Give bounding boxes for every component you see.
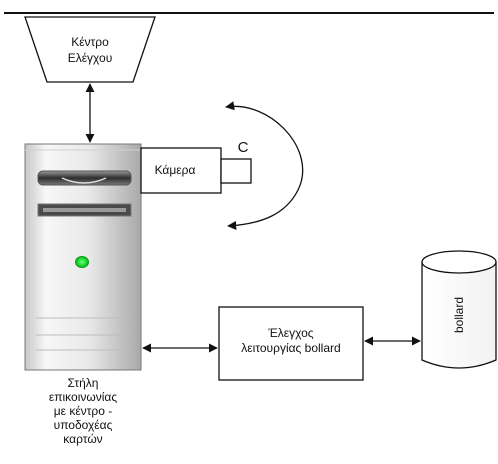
card-slot-lower-inner [43, 208, 126, 212]
column-caption-line1: Στήλη [68, 376, 99, 390]
bollard-control-label-line1: Έλεγχος [267, 326, 313, 340]
column-caption-line4: υποδοχέας [54, 418, 113, 432]
column-caption-line3: με κέντρο - [54, 404, 113, 418]
communication-column [24, 143, 142, 371]
camera-label: Κάμερα [155, 163, 196, 177]
status-led [75, 256, 89, 268]
control-center-label-line2: Ελέγχου [68, 51, 113, 65]
bollard-label: bollard [452, 297, 466, 333]
camera-lens [220, 158, 252, 184]
bollard-node: bollard [421, 250, 497, 369]
camera-body [140, 147, 222, 194]
bollard-control-node: Έλεγχος λειτουργίας bollard [218, 306, 364, 381]
control-center-shape [24, 16, 156, 83]
bollard-control-label-line2: λειτουργίας bollard [241, 341, 340, 355]
bollard-cylinder-top [421, 250, 497, 274]
control-center-node: Κέντρο Ελέγχου [24, 16, 156, 83]
camera-marker-letter: C [238, 139, 249, 156]
camera-node: Κάμερα C [140, 139, 252, 194]
control-center-label-line1: Κέντρο [71, 35, 109, 49]
column-caption-line5: καρτών [63, 432, 102, 446]
bollard-cylinder-body [421, 262, 497, 369]
card-slot-upper [37, 170, 132, 186]
card-slot-upper-mouth [61, 177, 107, 184]
column-caption-line2: επικοινωνίας [49, 390, 117, 404]
column-caption: Στήλη επικοινωνίας με κέντρο - υποδοχέας… [49, 376, 117, 446]
bollard-control-box [218, 306, 364, 381]
camera-rotation-arc [225, 101, 304, 231]
